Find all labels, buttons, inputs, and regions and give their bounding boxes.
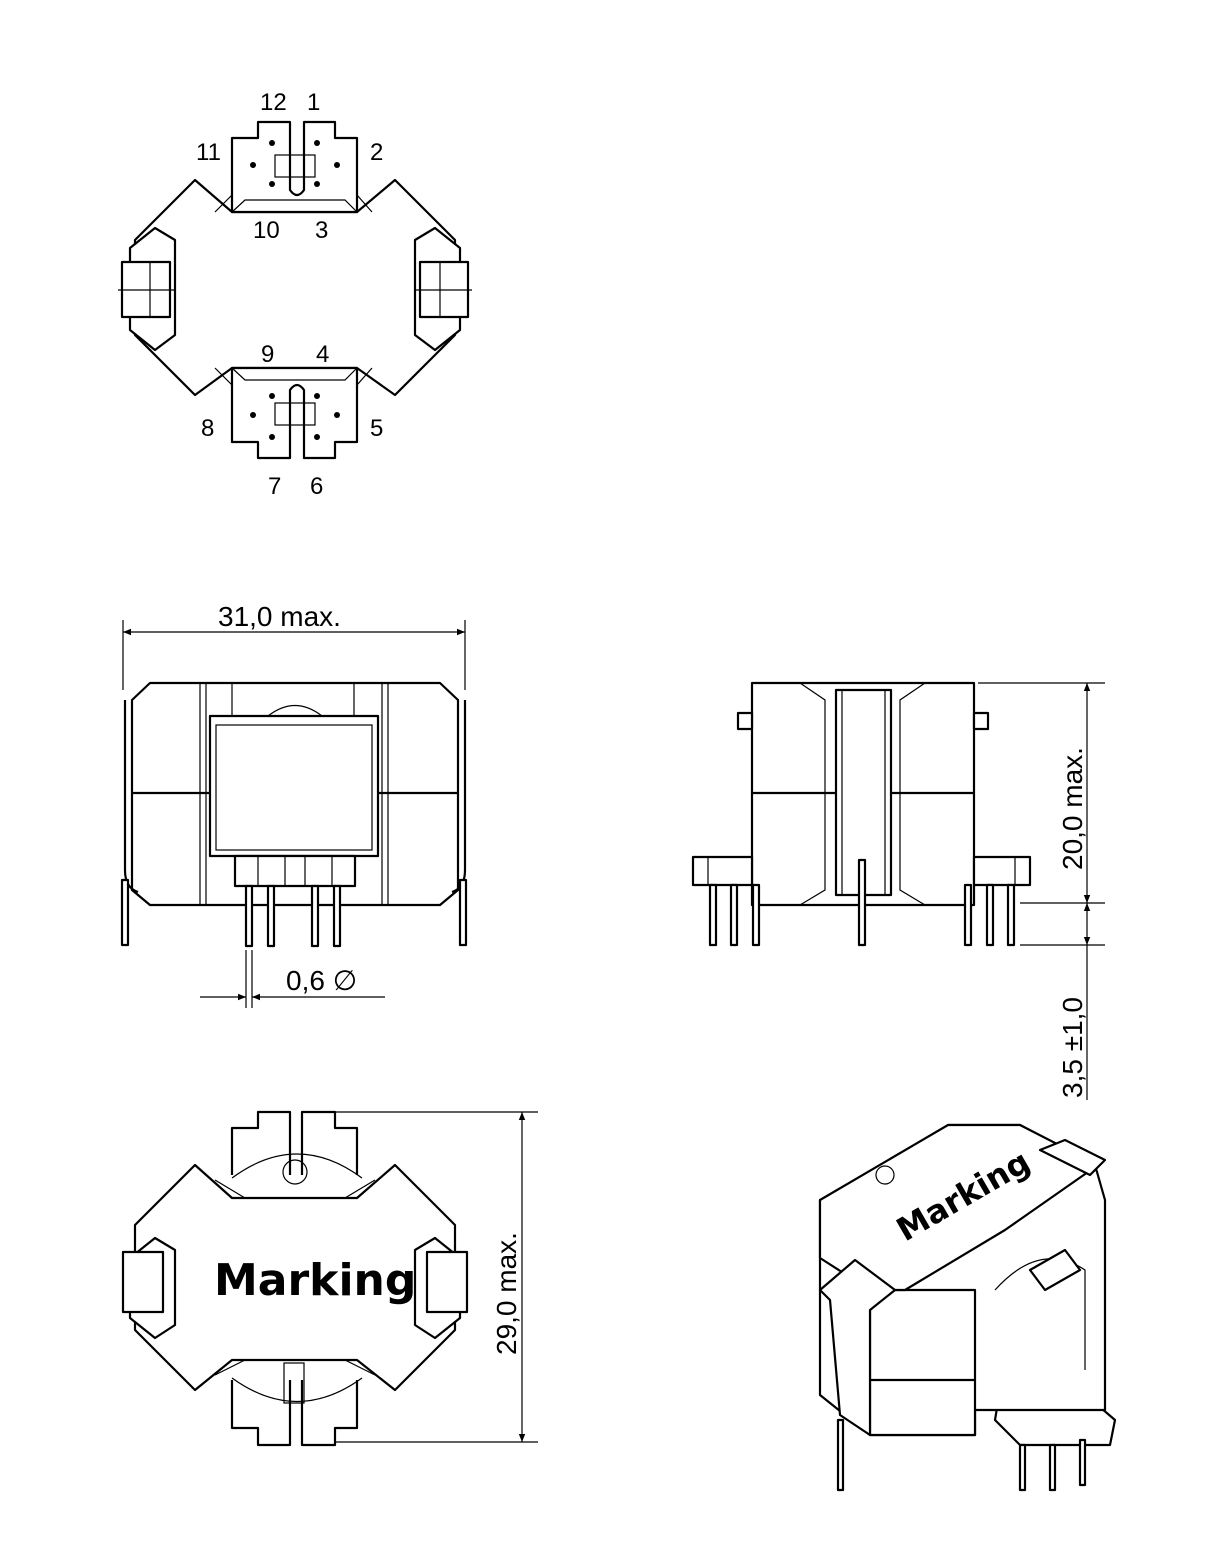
pin-length-dimension: 3,5 ±1,0 xyxy=(1057,997,1088,1098)
pin-label-7: 7 xyxy=(268,473,281,500)
isometric-view: Marking xyxy=(818,1123,1117,1492)
marking-label: Marking xyxy=(214,1255,416,1306)
pin-label-10: 10 xyxy=(253,217,280,244)
pin-view: 12 1 11 2 10 3 9 4 8 5 7 6 xyxy=(118,89,472,500)
pin-label-6: 6 xyxy=(310,473,323,500)
height-dimension: 20,0 max. xyxy=(1057,747,1088,870)
pin-label-12: 12 xyxy=(260,89,287,116)
front-view: 31,0 max. 0,6 ∅ xyxy=(120,601,468,1008)
top-view: Marking 29,0 max. xyxy=(121,1110,538,1447)
pin-label-11: 11 xyxy=(196,139,221,166)
pin-diameter-dimension: 0,6 ∅ xyxy=(286,965,357,996)
width-dimension: 31,0 max. xyxy=(218,601,341,632)
pin-label-3: 3 xyxy=(315,217,328,244)
depth-dimension: 29,0 max. xyxy=(491,1232,522,1355)
pin-label-1: 1 xyxy=(307,89,320,116)
pin-label-8: 8 xyxy=(201,415,214,442)
pin-label-5: 5 xyxy=(370,415,383,442)
pin-label-4: 4 xyxy=(316,341,329,368)
side-view: 20,0 max. 3,5 ±1,0 xyxy=(691,681,1105,1100)
pin-label-2: 2 xyxy=(370,139,383,166)
pin-label-9: 9 xyxy=(261,341,274,368)
